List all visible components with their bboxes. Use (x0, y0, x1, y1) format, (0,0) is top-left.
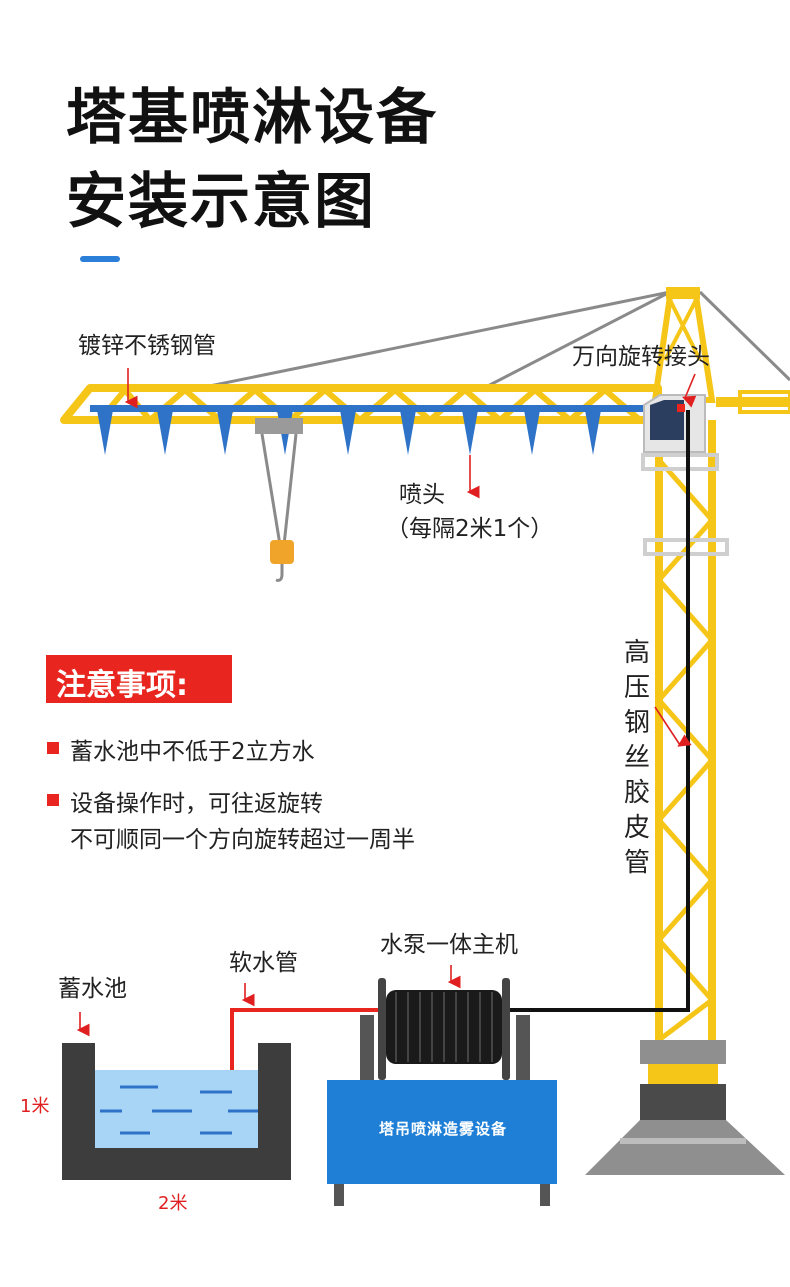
reservoir (62, 1043, 291, 1180)
nozzle-cone-icon (400, 410, 416, 455)
notice-title: 注意事项: (56, 668, 188, 703)
label-nozzle-spacing: （每隔2米1个） (386, 516, 554, 542)
high-pressure-hose (508, 410, 690, 1012)
nozzle-cone-icon (585, 410, 601, 455)
label-steel-pipe: 镀锌不锈钢管 (78, 333, 216, 359)
title-underline (80, 256, 120, 262)
pointer-arrow-icon (76, 368, 697, 1037)
counter-jib (716, 390, 790, 414)
page-title-line-1: 塔基喷淋设备 (66, 83, 438, 153)
steel-pipe (90, 405, 680, 412)
nozzle-cone-icon (217, 410, 233, 455)
soft-hose (230, 1008, 380, 1070)
label-high-pressure-hose: 高压钢丝胶皮管 (623, 638, 650, 878)
bullet-icon (47, 794, 59, 806)
page-title-line-2: 安装示意图 (66, 167, 376, 237)
machine-label: 塔吊喷淋造雾设备 (378, 1120, 507, 1138)
tower-mast (585, 287, 785, 1175)
label-pump-unit: 水泵一体主机 (380, 932, 518, 958)
notice-title-box (46, 655, 232, 703)
dimension-height: 1米 (20, 1096, 50, 1117)
nozzle-cone-icon (524, 410, 540, 455)
label-soft-hose: 软水管 (229, 950, 298, 976)
crane-hook-icon (255, 418, 303, 582)
bullet-icon (47, 742, 59, 754)
label-nozzle: 喷头 (399, 482, 445, 508)
dimension-width: 2米 (158, 1193, 188, 1214)
main-jib (60, 384, 662, 424)
pump-unit (327, 978, 557, 1206)
label-reservoir: 蓄水池 (58, 976, 127, 1002)
nozzle-cone-icon (340, 410, 356, 455)
note-item-1: 蓄水池中不低于2立方水 (70, 739, 315, 765)
nozzle-cone-icon (462, 410, 478, 455)
rotary-joint (677, 404, 685, 412)
label-rotary-joint: 万向旋转接头 (572, 344, 710, 370)
nozzle-cone-icon (97, 410, 113, 455)
nozzle-row (97, 410, 601, 455)
note-item-2-line-2: 不可顺同一个方向旋转超过一周半 (70, 827, 415, 853)
nozzle-cone-icon (157, 410, 173, 455)
stay-cables (189, 290, 790, 392)
operator-cab (643, 394, 706, 453)
note-item-2-line-1: 设备操作时，可往返旋转 (70, 791, 323, 817)
